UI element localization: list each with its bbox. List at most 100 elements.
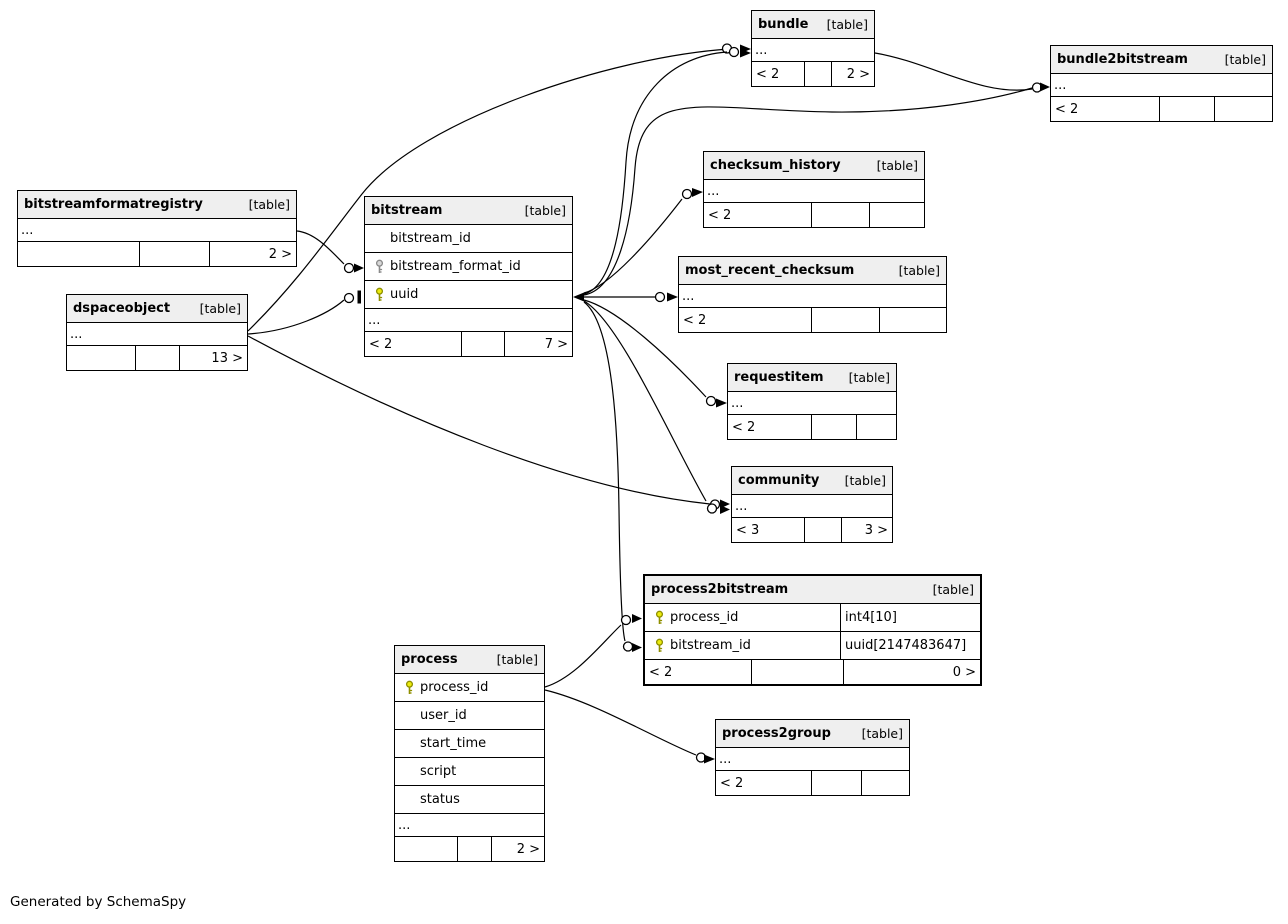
degree-spacer [811, 308, 879, 332]
table-bundle[interactable]: bundle [table] ... < 2 2 > [751, 10, 875, 87]
table-process2bitstream-header[interactable]: process2bitstream [table] [645, 576, 980, 604]
column-row-bitstream-id[interactable]: bitstream_id [365, 225, 572, 253]
edge-bitstreamformatregistry-bitstream [296, 230, 345, 265]
parents-count: < 2 [1055, 101, 1079, 117]
column-row-bitstream-format-id[interactable]: bitstream_format_id [365, 253, 572, 281]
degree-row: < 2 0 > [645, 660, 980, 684]
degree-spacer [461, 332, 504, 356]
children-count [861, 771, 909, 795]
table-name: most_recent_checksum [685, 263, 855, 278]
children-count: 3 > [841, 518, 892, 542]
column-type: uuid[2147483647] [840, 632, 977, 659]
table-tag: [table] [524, 203, 566, 218]
children-count: 2 > [491, 837, 544, 861]
column-row-bitstream-id[interactable]: bitstream_id uuid[2147483647] [645, 632, 980, 660]
primary-key-icon [648, 638, 670, 653]
edge-arrowhead [716, 398, 727, 408]
edge-endpoint-circle [620, 614, 632, 626]
parents-count: < 2 [708, 207, 732, 223]
table-name: bundle [758, 17, 809, 32]
elided-columns-row: ... [752, 39, 874, 62]
children-count: 7 > [504, 332, 572, 356]
table-requestitem[interactable]: requestitem [table] ... < 2 [727, 363, 897, 440]
edge-endpoint-circle [343, 292, 355, 304]
degree-spacer [1159, 97, 1214, 121]
column-name: bitstream_id [670, 638, 751, 653]
edge-process-process2bitstream [544, 624, 622, 688]
degree-spacer [811, 415, 856, 439]
edge-bitstream-requestitem [583, 299, 707, 398]
table-checksum-history-header[interactable]: checksum_history [table] [704, 152, 924, 180]
table-tag: [table] [844, 473, 886, 488]
table-bitstreamformatregistry[interactable]: bitstreamformatregistry [table] ... 2 > [17, 190, 297, 267]
degree-row: < 2 7 > [365, 332, 572, 356]
table-community-header[interactable]: community [table] [732, 467, 892, 495]
edge-arrowhead [720, 505, 730, 514]
table-tag: [table] [848, 370, 890, 385]
table-bundle-header[interactable]: bundle [table] [752, 11, 874, 39]
column-row-user-id[interactable]: user_id [395, 702, 544, 730]
degree-row: < 3 3 > [732, 518, 892, 542]
children-count: 0 > [843, 660, 980, 684]
degree-row: < 2 2 > [752, 62, 874, 86]
degree-row: 2 > [18, 242, 296, 266]
table-name: process2group [722, 726, 831, 741]
elided-columns-row: ... [704, 180, 924, 203]
edge-endpoint-circle [654, 291, 666, 303]
table-bitstreamformatregistry-header[interactable]: bitstreamformatregistry [table] [18, 191, 296, 219]
table-process-header[interactable]: process [table] [395, 646, 544, 674]
table-dspaceobject-header[interactable]: dspaceobject [table] [67, 295, 247, 323]
column-name: status [420, 792, 460, 807]
table-bitstream-header[interactable]: bitstream [table] [365, 197, 572, 225]
table-bitstream[interactable]: bitstream [table] bitstream_id bitstream… [364, 196, 573, 357]
parents-count: < 2 [732, 419, 756, 435]
column-name: process_id [670, 610, 739, 625]
edge-endpoint-circle [705, 395, 717, 407]
table-dspaceobject[interactable]: dspaceobject [table] ... 13 > [66, 294, 248, 371]
table-tag: [table] [876, 158, 918, 173]
degree-row: < 2 [716, 771, 909, 795]
parents-count: < 3 [736, 522, 760, 538]
primary-key-icon [368, 287, 390, 302]
table-bundle2bitstream-header[interactable]: bundle2bitstream [table] [1051, 46, 1272, 74]
table-tag: [table] [826, 17, 868, 32]
parents-count: < 2 [649, 664, 673, 680]
table-bundle2bitstream[interactable]: bundle2bitstream [table] ... < 2 [1050, 45, 1273, 122]
elided-columns-row: ... [716, 748, 909, 771]
column-name: start_time [420, 736, 487, 751]
table-community[interactable]: community [table] ... < 3 3 > [731, 466, 893, 543]
children-count [879, 308, 946, 332]
table-process2group[interactable]: process2group [table] ... < 2 [715, 719, 910, 796]
foreign-key-icon [368, 259, 390, 274]
table-tag: [table] [1224, 52, 1266, 67]
edge-endpoint-circle [343, 262, 355, 274]
table-requestitem-header[interactable]: requestitem [table] [728, 364, 896, 392]
edge-dspaceobject-bundle [247, 48, 730, 332]
table-process[interactable]: process [table] process_id user_id start… [394, 645, 545, 862]
column-row-process-id[interactable]: process_id int4[10] [645, 604, 980, 632]
column-row-start-time[interactable]: start_time [395, 730, 544, 758]
table-most-recent-checksum-header[interactable]: most_recent_checksum [table] [679, 257, 946, 285]
table-name: community [738, 473, 820, 488]
primary-key-icon [648, 610, 670, 625]
table-tag: [table] [898, 263, 940, 278]
parents-count [395, 837, 457, 861]
column-row-status[interactable]: status [395, 786, 544, 814]
generator-credit: Generated by SchemaSpy [10, 894, 187, 910]
parents-count: < 2 [720, 775, 744, 791]
table-process2bitstream[interactable]: process2bitstream [table] process_id int… [643, 574, 982, 686]
degree-spacer [135, 346, 179, 370]
column-row-process-id[interactable]: process_id [395, 674, 544, 702]
table-name: bitstreamformatregistry [24, 197, 203, 212]
parents-count: < 2 [756, 66, 780, 82]
parents-count: < 2 [369, 336, 393, 352]
table-most-recent-checksum[interactable]: most_recent_checksum [table] ... < 2 [678, 256, 947, 333]
table-process2group-header[interactable]: process2group [table] [716, 720, 909, 748]
edge-dspaceobject-community [247, 335, 711, 505]
edge-arrowhead [632, 614, 642, 623]
column-row-uuid[interactable]: uuid [365, 281, 572, 309]
table-checksum-history[interactable]: checksum_history [table] ... < 2 [703, 151, 925, 228]
edge-arrowhead [632, 643, 642, 652]
column-row-script[interactable]: script [395, 758, 544, 786]
